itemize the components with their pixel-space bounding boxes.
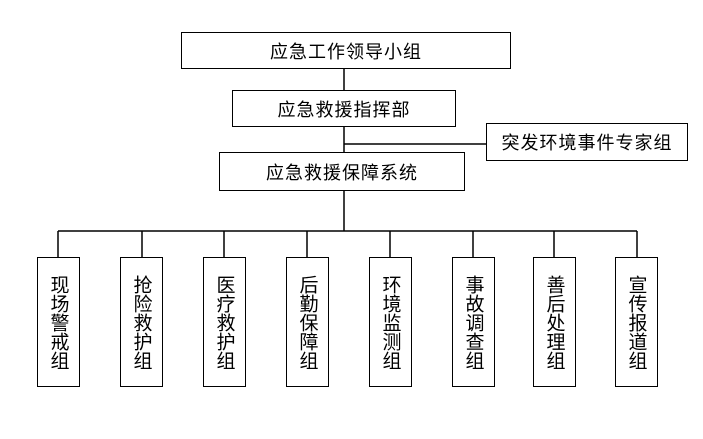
box-group-6: 善后处理组: [533, 257, 576, 387]
label-group-1: 抢险救护组: [130, 274, 153, 370]
label-command-center: 应急救援指挥部: [277, 99, 411, 121]
label-group-4: 环境监测组: [379, 274, 402, 370]
box-leadership-group: 应急工作领导小组: [181, 32, 511, 69]
label-group-7: 宣传报道组: [625, 274, 648, 370]
box-group-4: 环境监测组: [369, 257, 412, 387]
box-group-2: 医疗救护组: [203, 257, 246, 387]
box-group-3: 后勤保障组: [286, 257, 329, 387]
box-support-system: 应急救援保障系统: [219, 152, 465, 191]
label-support-system: 应急救援保障系统: [266, 162, 418, 184]
label-group-6: 善后处理组: [543, 274, 566, 370]
label-group-3: 后勤保障组: [296, 274, 319, 370]
label-group-0: 现场警戒组: [47, 274, 70, 370]
box-group-5: 事故调查组: [452, 257, 495, 387]
box-expert-group: 突发环境事件专家组: [486, 123, 688, 161]
box-command-center: 应急救援指挥部: [232, 90, 456, 127]
label-leadership-group: 应急工作领导小组: [270, 41, 422, 63]
box-group-1: 抢险救护组: [120, 257, 163, 387]
box-group-7: 宣传报道组: [615, 257, 658, 387]
box-group-0: 现场警戒组: [37, 257, 80, 387]
label-group-5: 事故调查组: [462, 274, 485, 370]
label-group-2: 医疗救护组: [213, 274, 236, 370]
label-expert-group: 突发环境事件专家组: [501, 133, 673, 154]
